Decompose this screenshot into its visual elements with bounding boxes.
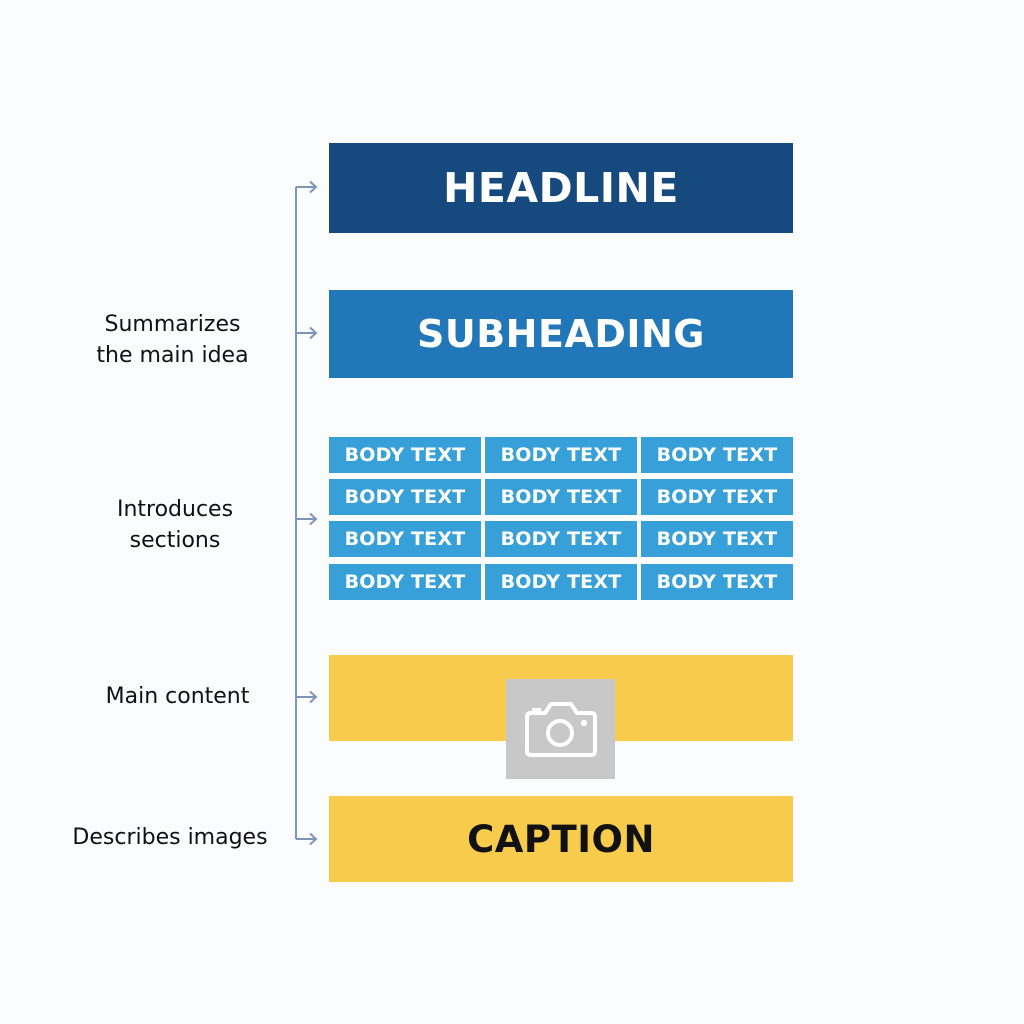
annotation-introduces-line1: Introduces [116,497,234,522]
subheading-block: SUBHEADING [329,290,793,378]
body-text-cell: BODY TEXT [485,479,637,515]
body-text-cell: BODY TEXT [329,521,481,557]
arrow-icon [296,180,318,194]
annotation-summarizes-line1: Summarizes [104,312,241,337]
body-text-cell: BODY TEXT [641,564,793,600]
body-text-cell: BODY TEXT [485,521,637,557]
body-text-cell: BODY TEXT [329,479,481,515]
annotation-summarizes: Summarizes the main idea [70,309,275,371]
body-text-cell: BODY TEXT [641,437,793,473]
annotation-describes-images: Describes images [72,825,268,850]
arrow-icon [296,832,318,846]
body-text-cell: BODY TEXT [485,437,637,473]
annotation-introduces-line2: sections [129,528,221,553]
caption-block: CAPTION [329,796,793,882]
camera-icon [524,702,597,757]
body-text-cell: BODY TEXT [485,564,637,600]
arrow-icon [296,512,318,526]
image-placeholder [506,679,615,779]
body-text-cell: BODY TEXT [329,564,481,600]
headline-block: HEADLINE [329,143,793,233]
body-text-cell: BODY TEXT [641,521,793,557]
annotation-summarizes-line2: the main idea [96,343,249,368]
body-text-cell: BODY TEXT [329,437,481,473]
annotation-introduces: Introduces sections [70,494,280,556]
annotation-main-content: Main content [105,684,250,709]
connector-line [295,187,297,839]
arrow-icon [296,326,318,340]
arrow-icon [296,690,318,704]
body-text-cell: BODY TEXT [641,479,793,515]
